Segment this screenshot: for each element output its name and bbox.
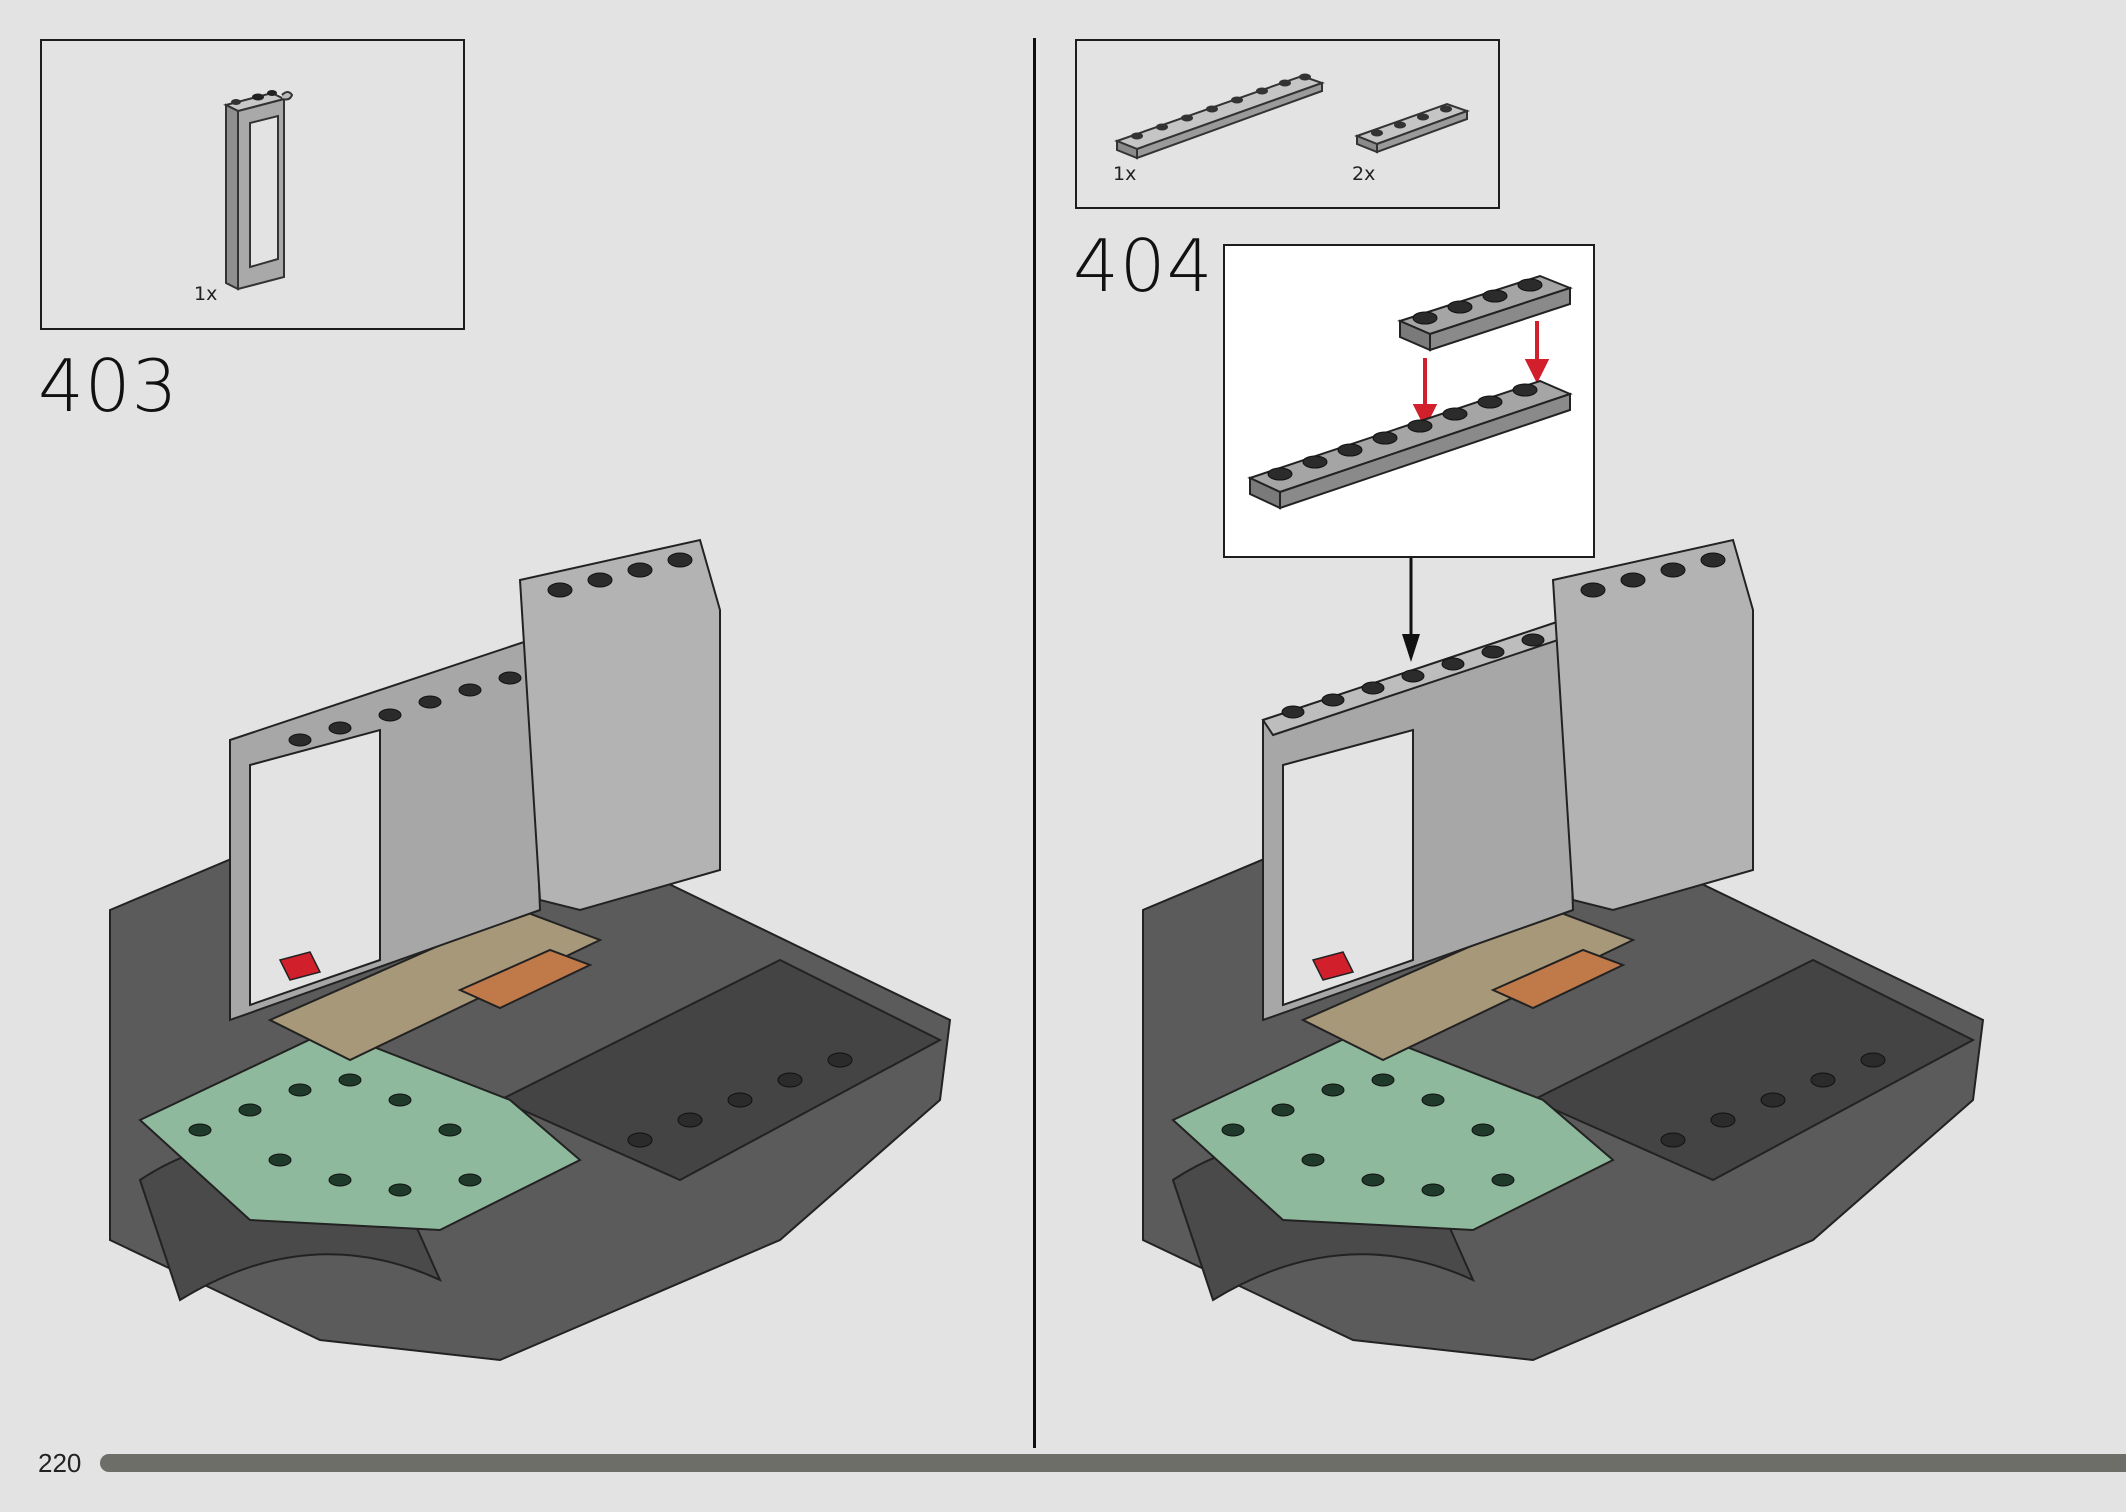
plate-1x4-icon [1354,102,1470,154]
parts-list-step-404: 1x 2x [1075,39,1500,209]
part-quantity: 1x [194,283,218,305]
build-model-step-403 [109,538,952,1362]
page-number: 220 [38,1448,82,1478]
sub-assembly-callout [1223,244,1595,558]
page-divider [1033,38,1036,1448]
plate-1x6-icon [1114,73,1326,160]
plate-assembly-diagram [1247,274,1573,510]
placement-arrow [1402,558,1420,662]
build-model-step-404 [1142,538,1985,1362]
part-quantity: 2x [1352,163,1376,185]
step-number: 404 [1073,224,1214,308]
part-quantity: 1x [1113,163,1137,185]
step-number: 403 [38,344,179,428]
door-frame-icon [223,90,294,291]
progress-bar [100,1454,2126,1472]
parts-list-step-403: 1x [40,39,465,330]
